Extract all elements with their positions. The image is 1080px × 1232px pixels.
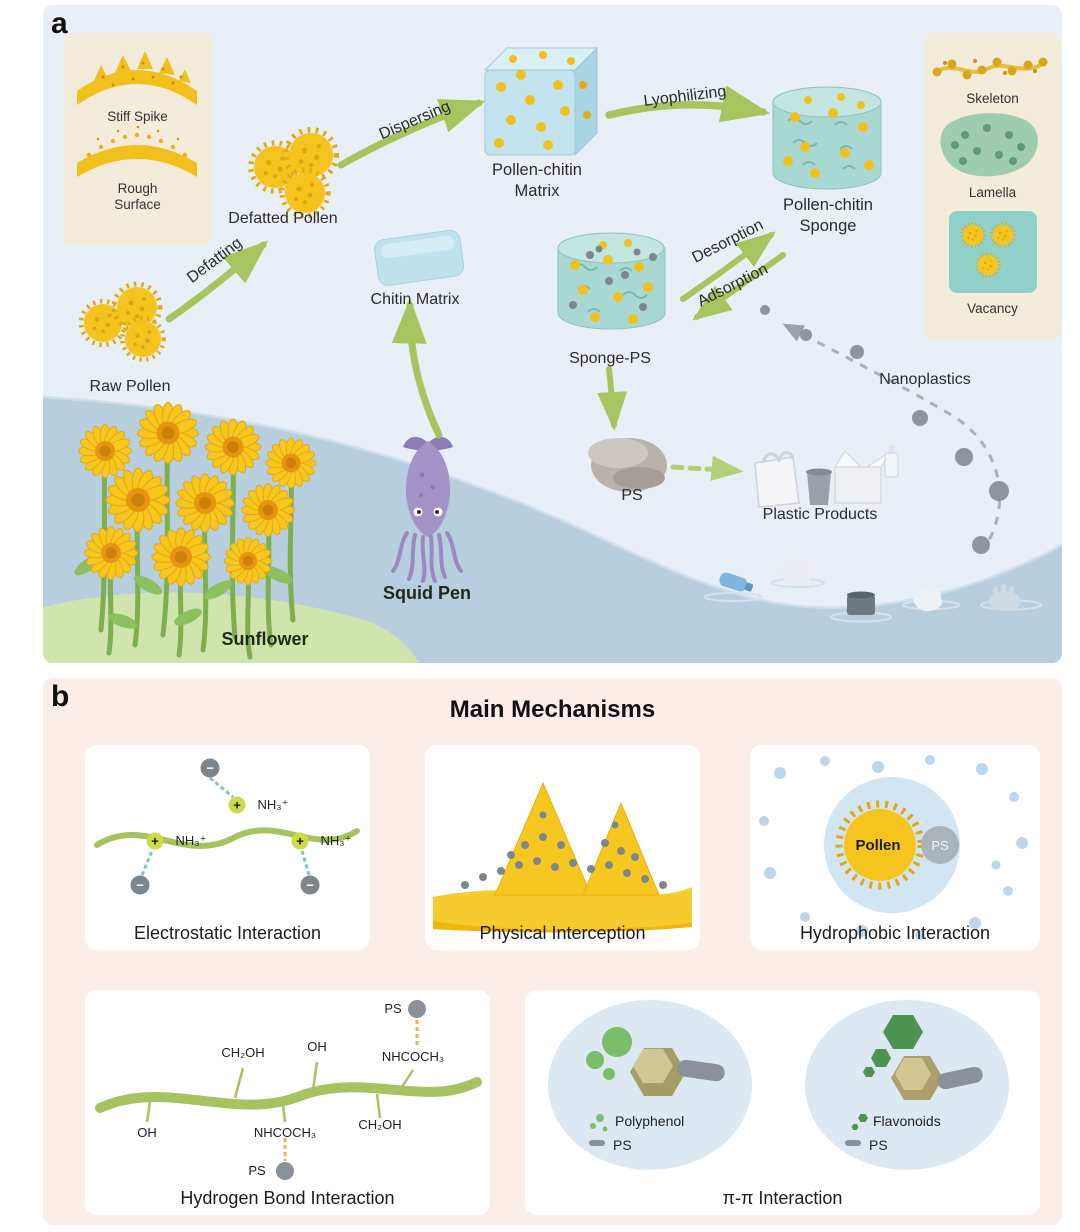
ps-label: PS bbox=[384, 1001, 402, 1016]
panel-a: Stiff Spike Rough Surface Skeleton La bbox=[43, 5, 1062, 663]
panel-b: b Main Mechanisms + + + − bbox=[43, 678, 1062, 1225]
electrostatic-label: Electrostatic Interaction bbox=[133, 923, 322, 943]
squid-illustration bbox=[391, 436, 463, 583]
raw-pollen-label: Raw Pollen bbox=[89, 378, 171, 395]
nh3-label: NH₃⁺ bbox=[320, 833, 352, 848]
oh-label: OH bbox=[307, 1039, 327, 1054]
floating-bag2-icon bbox=[913, 585, 943, 612]
flavonoids-label: Flavonoids bbox=[873, 1113, 941, 1129]
oh-label: OH bbox=[137, 1125, 157, 1140]
sponge-structure-inset: Skeleton Lamella Vacancy bbox=[925, 33, 1060, 340]
sponge-ps-illustration bbox=[557, 232, 666, 330]
main-mechanisms-title: Main Mechanisms bbox=[449, 696, 656, 723]
nanoplastics-trail bbox=[782, 323, 1002, 554]
bag-icon bbox=[754, 456, 800, 508]
ch2oh-label: CH₂OH bbox=[358, 1117, 402, 1132]
lyophilizing-arrow bbox=[605, 85, 771, 123]
process-arrows bbox=[165, 85, 786, 481]
ps-label: PS bbox=[248, 1163, 266, 1178]
defatting-arrow bbox=[165, 240, 269, 323]
sponge-to-ps-arrow bbox=[597, 366, 628, 431]
physical-graphics bbox=[433, 781, 692, 933]
nhcoch3-label: NHCOCH₃ bbox=[381, 1049, 445, 1064]
panel-a-tag: a bbox=[51, 7, 68, 40]
ch2oh-label: CH₂OH bbox=[221, 1045, 265, 1060]
ps-illustration bbox=[588, 438, 667, 492]
nh3-label: NH₃⁺ bbox=[175, 833, 207, 848]
sponge-structure-graphics bbox=[932, 57, 1048, 293]
hydrophobic-card: Pollen PS Hydrophobic Interaction bbox=[750, 745, 1040, 950]
ps-label: PS bbox=[613, 1137, 632, 1153]
hydrophobic-graphics: Pollen PS bbox=[759, 755, 1028, 940]
nanoplastics-dots bbox=[760, 305, 1009, 554]
box-icon bbox=[834, 450, 892, 504]
minus-icon: − bbox=[206, 761, 214, 776]
squid-pen-label: Squid Pen bbox=[382, 583, 471, 603]
pollen-surface-inset: Stiff Spike Rough Surface bbox=[63, 33, 212, 245]
plus-icon: + bbox=[233, 798, 241, 813]
floating-bin-icon bbox=[847, 591, 875, 615]
physical-card: Physical Interception bbox=[425, 745, 700, 950]
hydrogen-bond-graphics bbox=[95, 1000, 482, 1180]
vacancy-label: Vacancy bbox=[967, 301, 1018, 316]
plus-icon: + bbox=[296, 834, 304, 849]
panel-b-tag: b bbox=[51, 680, 70, 713]
bottle-icon bbox=[884, 445, 899, 478]
pollen-text: Pollen bbox=[855, 837, 900, 854]
nh3-label: NH₃⁺ bbox=[257, 797, 289, 812]
physical-label: Physical Interception bbox=[479, 923, 646, 943]
adsorption-arrow bbox=[692, 252, 786, 321]
floating-bag-icon bbox=[781, 559, 811, 586]
plastic-products-label: Plastic Products bbox=[762, 506, 878, 523]
sponge-ps-label: Sponge-PS bbox=[569, 350, 651, 367]
bin-icon bbox=[806, 468, 832, 505]
glove-icon bbox=[989, 584, 1021, 611]
plus-icon: + bbox=[151, 834, 159, 849]
electrostatic-card: + + + − − − NH₃⁺ NH₃⁺ NH₃⁺ Electrostatic… bbox=[85, 745, 370, 950]
minus-icon: − bbox=[306, 878, 314, 893]
plastic-products-illustration bbox=[754, 445, 899, 508]
polyphenol-label: Polyphenol bbox=[615, 1113, 685, 1129]
pollen-chitin-matrix-label: Pollen-chitin Matrix bbox=[492, 161, 582, 200]
panel-a-illustration bbox=[43, 46, 1062, 663]
lamella-label: Lamella bbox=[968, 185, 1017, 200]
raw-pollen-illustration bbox=[81, 284, 164, 360]
defatted-pollen-illustration bbox=[251, 130, 336, 216]
nhcoch3-label: NHCOCH₃ bbox=[253, 1125, 317, 1140]
pollen-chitin-sponge-illustration bbox=[772, 86, 882, 190]
electrostatic-graphics: + + + − − − bbox=[94, 758, 360, 895]
squid-to-chitin-arrow bbox=[391, 298, 443, 439]
flavonoid-cluster bbox=[845, 1015, 983, 1146]
hydrogen-bond-card: CH₂OH OH NHCOCH₃ PS OH NHCOCH₃ CH₂OH PS … bbox=[85, 990, 490, 1215]
ps-to-products-arrow bbox=[670, 455, 744, 481]
pi-pi-graphics bbox=[548, 1000, 1009, 1170]
chitin-matrix-label: Chitin Matrix bbox=[370, 291, 460, 308]
ps-label: PS bbox=[869, 1137, 888, 1153]
hydrogen-bond-label: Hydrogen Bond Interaction bbox=[180, 1188, 395, 1208]
pollen-chitin-sponge-label: Pollen-chitin Sponge bbox=[783, 196, 873, 235]
pollen-surface-graphics bbox=[77, 51, 197, 177]
defatted-pollen-label: Defatted Pollen bbox=[228, 210, 338, 227]
skeleton-label: Skeleton bbox=[966, 91, 1019, 106]
pi-pi-label: π-π Interaction bbox=[722, 1188, 843, 1208]
pi-pi-card: Polyphenol PS Flavonoids PS π-π Interact… bbox=[525, 990, 1040, 1215]
ps-text: PS bbox=[931, 838, 949, 853]
stiff-spike-label: Stiff Spike bbox=[107, 109, 168, 124]
pollen-chitin-matrix-illustration bbox=[483, 46, 599, 157]
floating-debris-illustration bbox=[704, 559, 1042, 623]
rough-surface-label: Rough Surface bbox=[114, 181, 161, 213]
blue-bottle-icon bbox=[719, 572, 754, 592]
dispersing-arrow bbox=[337, 99, 486, 169]
nanoplastics-label: Nanoplastics bbox=[879, 371, 971, 388]
ps-label: PS bbox=[621, 487, 643, 504]
polyphenol-cluster bbox=[586, 1027, 725, 1146]
minus-icon: − bbox=[136, 878, 144, 893]
chitin-matrix-illustration bbox=[374, 229, 465, 286]
hydrophobic-label: Hydrophobic Interaction bbox=[799, 923, 991, 943]
sunflower-label: Sunflower bbox=[221, 629, 309, 649]
